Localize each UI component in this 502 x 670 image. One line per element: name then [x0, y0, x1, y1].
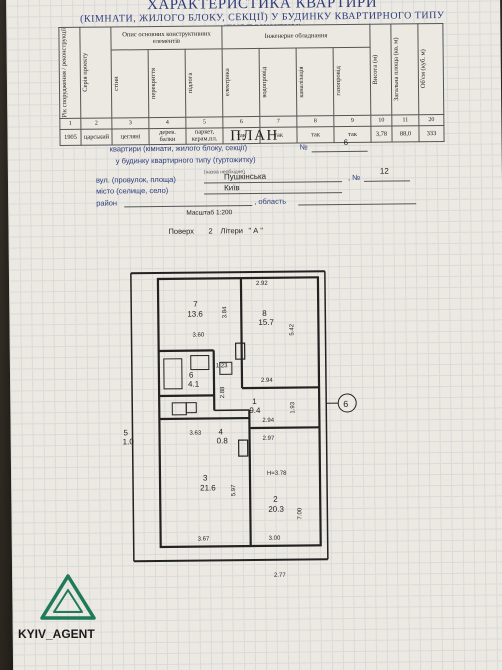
room-2-no: 2	[273, 495, 278, 504]
room-2-area: 20.3	[268, 505, 284, 514]
room-3-area: 21.6	[200, 483, 216, 492]
room-7-area: 13.6	[187, 310, 203, 319]
room-labels: 7 13.6 8 15.7 6 4.1 1 9.4 5 1.0 4 0.8 3 …	[123, 300, 285, 514]
svg-text:1.93: 1.93	[290, 401, 296, 413]
room-5-area: 1.0	[123, 437, 135, 446]
watermark-text: KYIV_AGENT	[18, 627, 95, 641]
svg-text:2.88: 2.88	[220, 386, 226, 398]
room-3-no: 3	[203, 473, 208, 482]
room-1-no: 1	[252, 397, 257, 406]
svg-text:3.84: 3.84	[222, 306, 228, 318]
svg-text:6: 6	[343, 399, 348, 409]
svg-text:3.67: 3.67	[198, 536, 210, 542]
svg-text:3.63: 3.63	[190, 431, 202, 437]
apartment-marker: 6	[337, 393, 357, 413]
plan-walls	[130, 270, 339, 563]
room-6-no: 6	[189, 371, 194, 380]
svg-text:3.60: 3.60	[192, 333, 204, 339]
logo-triangle-icon	[40, 574, 96, 620]
room-1-area: 9.4	[249, 406, 261, 415]
svg-text:2.94: 2.94	[262, 418, 274, 424]
svg-text:2.94: 2.94	[261, 378, 273, 384]
dimension-labels: 2.92 3.84 5.42 3.60 1.23 2.94 2.88 2.94 …	[190, 281, 304, 579]
svg-text:5.97: 5.97	[231, 484, 237, 496]
room-4-no: 4	[218, 427, 223, 436]
room-4-area: 0.8	[217, 436, 229, 445]
svg-text:3.00: 3.00	[269, 536, 281, 542]
kyiv-agent-watermark: KYIV_AGENT	[18, 574, 96, 641]
svg-text:5.42: 5.42	[289, 323, 295, 335]
svg-text:H=3.78: H=3.78	[267, 471, 287, 477]
room-8-no: 8	[262, 309, 267, 318]
svg-text:2.97: 2.97	[263, 436, 275, 442]
room-8-area: 15.7	[258, 318, 274, 327]
svg-text:1.23: 1.23	[216, 363, 228, 369]
room-6-area: 4.1	[188, 380, 200, 389]
svg-text:2.77: 2.77	[274, 573, 286, 579]
room-5-no: 5	[123, 428, 128, 437]
svg-text:2.92: 2.92	[256, 281, 268, 287]
svg-text:7.00: 7.00	[297, 507, 303, 519]
room-7-no: 7	[193, 300, 198, 309]
